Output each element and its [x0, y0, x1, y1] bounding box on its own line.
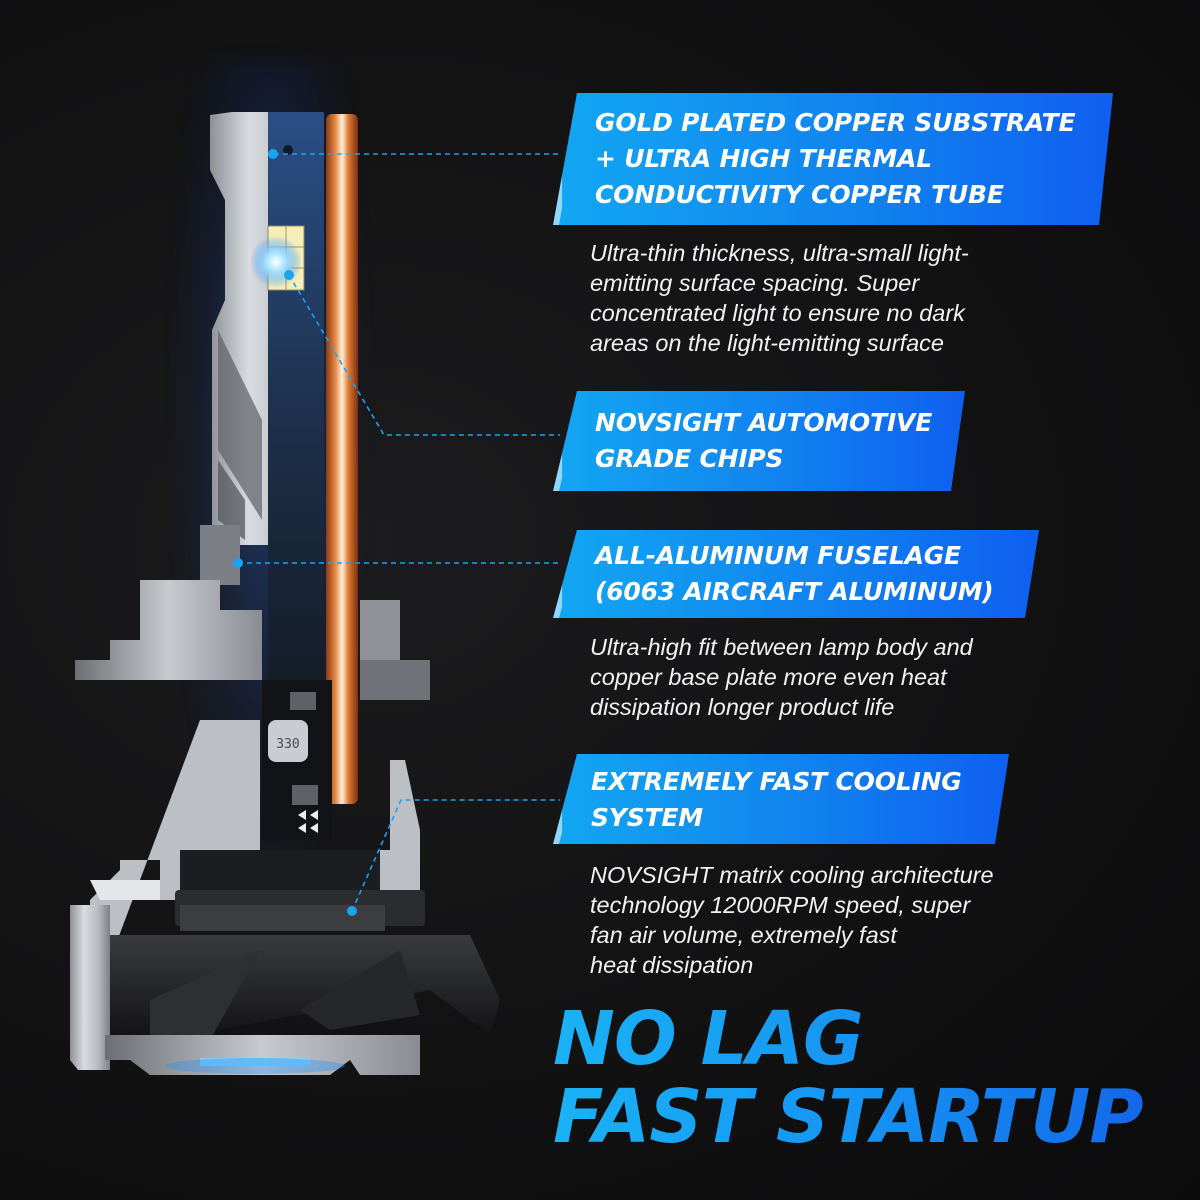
callout-dot-chips: [284, 270, 294, 280]
feature-description: Ultra-thin thickness, ultra-small light-…: [590, 240, 969, 356]
feature-title: NOVSIGHT AUTOMOTIVE GRADE CHIPS: [595, 408, 933, 473]
feature-title: GOLD PLATED COPPER SUBSTRATE + ULTRA HIG…: [595, 108, 1076, 209]
feature-banner-substrate: GOLD PLATED COPPER SUBSTRATE + ULTRA HIG…: [553, 93, 1113, 225]
inductor-label: 330: [276, 737, 299, 752]
feature-description: NOVSIGHT matrix cooling architecture tec…: [590, 862, 994, 978]
headline: NO LAG FAST STARTUP: [553, 996, 1144, 1160]
callout-dot-substrate: [268, 149, 278, 159]
feature-banner-fuselage: ALL-ALUMINUM FUSELAGE (6063 AIRCRAFT ALU…: [553, 530, 1039, 618]
feature-title: ALL-ALUMINUM FUSELAGE (6063 AIRCRAFT ALU…: [595, 541, 994, 606]
callout-dot-fuselage: [233, 558, 243, 568]
feature-description: Ultra-high fit between lamp body and cop…: [590, 634, 973, 720]
callout-lines: [238, 153, 560, 912]
feature-banner-chips: NOVSIGHT AUTOMOTIVE GRADE CHIPS: [553, 391, 965, 491]
callout-dot-cooling: [347, 906, 357, 916]
bulb-illustration: 330: [0, 0, 560, 1200]
feature-banner-cooling: EXTREMELY FAST COOLING SYSTEM: [553, 754, 1009, 844]
led-bulb-cutaway-icon: 330: [70, 112, 560, 1075]
feature-title: EXTREMELY FAST COOLING SYSTEM: [591, 767, 962, 832]
